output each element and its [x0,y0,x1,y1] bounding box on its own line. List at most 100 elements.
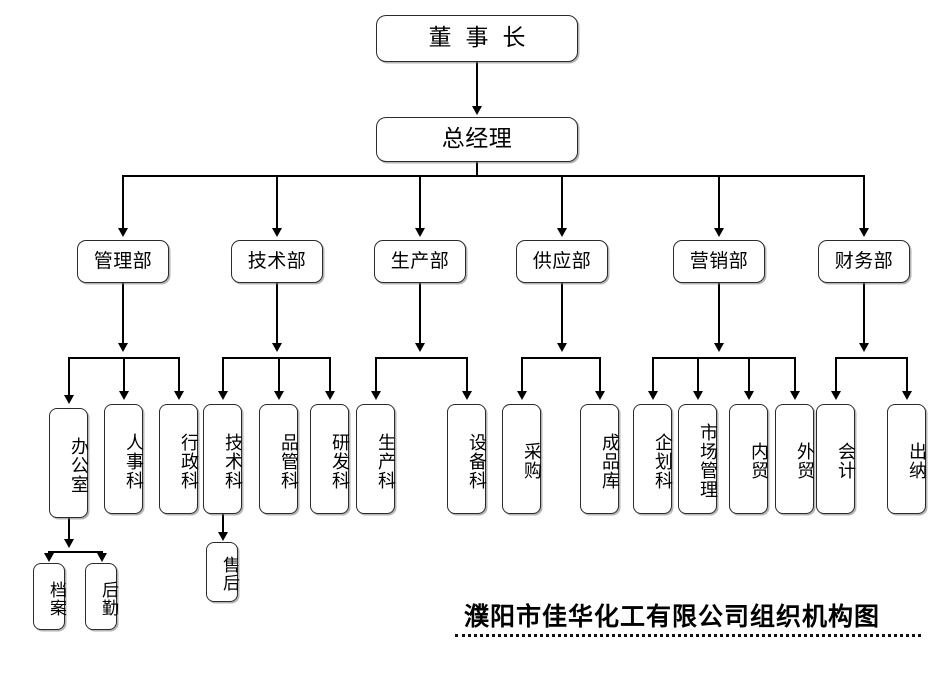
node-unit-planning-label: 企划科 [652,432,673,490]
drop-unit-tech-section [222,357,224,393]
drop-unit-equipment [466,357,468,393]
node-unit-quality-label: 品管科 [278,432,299,490]
node-dept-marketing-label: 营销部 [689,249,749,272]
arrow-dept-production [415,228,425,237]
node-dept-technology-label: 技术部 [247,249,307,272]
arrow-stem-technology [272,343,282,352]
drop-dept-finance [863,175,865,230]
node-dept-production-label: 生产部 [390,249,450,272]
node-unit-foreign[interactable]: 外贸 [775,404,815,514]
node-dept-supply-label: 供应部 [532,249,592,272]
node-dept-supply[interactable]: 供应部 [516,240,608,283]
arrow-unit-purchase [517,391,527,400]
node-unit-prod-section-label: 生产科 [375,432,396,490]
drop-dept-management [122,175,124,230]
arrow-unit-cashier [902,391,912,400]
node-dept-marketing[interactable]: 营销部 [673,240,765,283]
arrow-dept-marketing [714,228,724,237]
arrow-unit-accounting [831,391,841,400]
arrow-unit-domestic [744,391,754,400]
arrow-stem-marketing [714,343,724,352]
node-unit-hr[interactable]: 人事科 [104,404,144,514]
node-unit-rnd[interactable]: 研发科 [310,404,350,514]
node-chairman-label: 董事长 [428,24,540,51]
node-unit-purchase-label: 采购 [521,442,542,480]
drop-unit-rnd [329,357,331,393]
arrow-unit-prod-section [371,391,381,400]
node-unit-office-label: 办公室 [68,436,89,494]
node-dept-technology[interactable]: 技术部 [231,240,323,283]
arrow-leaf-aftersales [218,532,228,541]
node-unit-planning[interactable]: 企划科 [633,404,673,514]
node-leaf-logistics[interactable]: 后勤 [85,563,118,630]
arrow-unit-office [64,395,74,404]
node-unit-accounting-label: 会计 [835,442,856,480]
arrow-unit-hr [119,391,129,400]
arrow-dept-management [118,228,128,237]
node-unit-cashier[interactable]: 出纳 [887,404,927,514]
node-unit-hr-label: 人事科 [123,432,144,490]
node-unit-admin-label: 行政科 [178,432,199,490]
arrow-dept-supply [557,228,567,237]
arrow-unit-tech-section [218,391,228,400]
node-unit-warehouse[interactable]: 成品库 [580,404,620,514]
drop-unit-domestic [748,357,750,393]
arrow-chairman-gm [472,106,482,115]
node-unit-equipment[interactable]: 设备科 [447,404,487,514]
node-leaf-logistics-label: 后勤 [98,580,118,617]
arrow-unit-warehouse [595,391,605,400]
bus-finance [835,357,906,359]
drop-dept-technology [276,175,278,230]
arrow-leaf-archives [44,553,54,562]
stem-production [419,283,421,345]
drop-unit-prod-section [375,357,377,393]
node-dept-production[interactable]: 生产部 [374,240,466,283]
node-dept-finance[interactable]: 财务部 [818,240,910,283]
chart-title: 濮阳市佳华化工有限公司组织机构图 [464,602,881,631]
node-unit-quality[interactable]: 品管科 [259,404,299,514]
stem-finance [863,283,865,345]
arrow-unit-admin [174,391,184,400]
arrow-stem-office [64,539,74,548]
stem-management [122,283,124,345]
stem-office [68,518,70,541]
node-dept-management[interactable]: 管理部 [77,240,169,283]
drop-unit-planning [652,357,654,393]
title-underline [455,634,921,637]
drop-unit-accounting [835,357,837,393]
drop-dept-marketing [718,175,720,230]
node-unit-accounting[interactable]: 会计 [816,404,856,514]
drop-unit-admin [178,357,180,393]
node-unit-admin[interactable]: 行政科 [159,404,199,514]
node-leaf-aftersales[interactable]: 售后 [206,542,239,602]
node-chairman[interactable]: 董事长 [376,15,578,62]
bus-marketing [652,357,795,359]
bus-departments [122,175,863,177]
node-leaf-aftersales-label: 售后 [219,556,239,592]
node-unit-domestic[interactable]: 内贸 [729,404,769,514]
drop-unit-purchase [521,357,523,393]
node-leaf-archives[interactable]: 档案 [33,563,66,630]
drop-unit-foreign [794,357,796,393]
node-general-manager[interactable]: 总经理 [376,117,578,162]
node-unit-tech-section[interactable]: 技术科 [203,404,243,514]
arrow-stem-finance [859,343,869,352]
node-unit-market-admin[interactable]: 市场管理 [678,404,718,514]
drop-dept-production [419,175,421,230]
node-unit-office[interactable]: 办公室 [49,408,89,518]
bus-office [48,551,102,553]
arrow-unit-planning [648,391,658,400]
node-unit-purchase[interactable]: 采购 [502,404,542,514]
node-unit-prod-section[interactable]: 生产科 [356,404,396,514]
drop-unit-quality [278,357,280,393]
drop-unit-cashier [906,357,908,393]
arrow-dept-technology [272,228,282,237]
connector-chairman-gm [476,62,478,108]
node-unit-foreign-label: 外贸 [794,442,815,480]
node-unit-equipment-label: 设备科 [466,432,487,490]
arrow-unit-foreign [790,391,800,400]
arrow-unit-equipment [462,391,472,400]
bus-supply [521,357,600,359]
drop-dept-supply [561,175,563,230]
